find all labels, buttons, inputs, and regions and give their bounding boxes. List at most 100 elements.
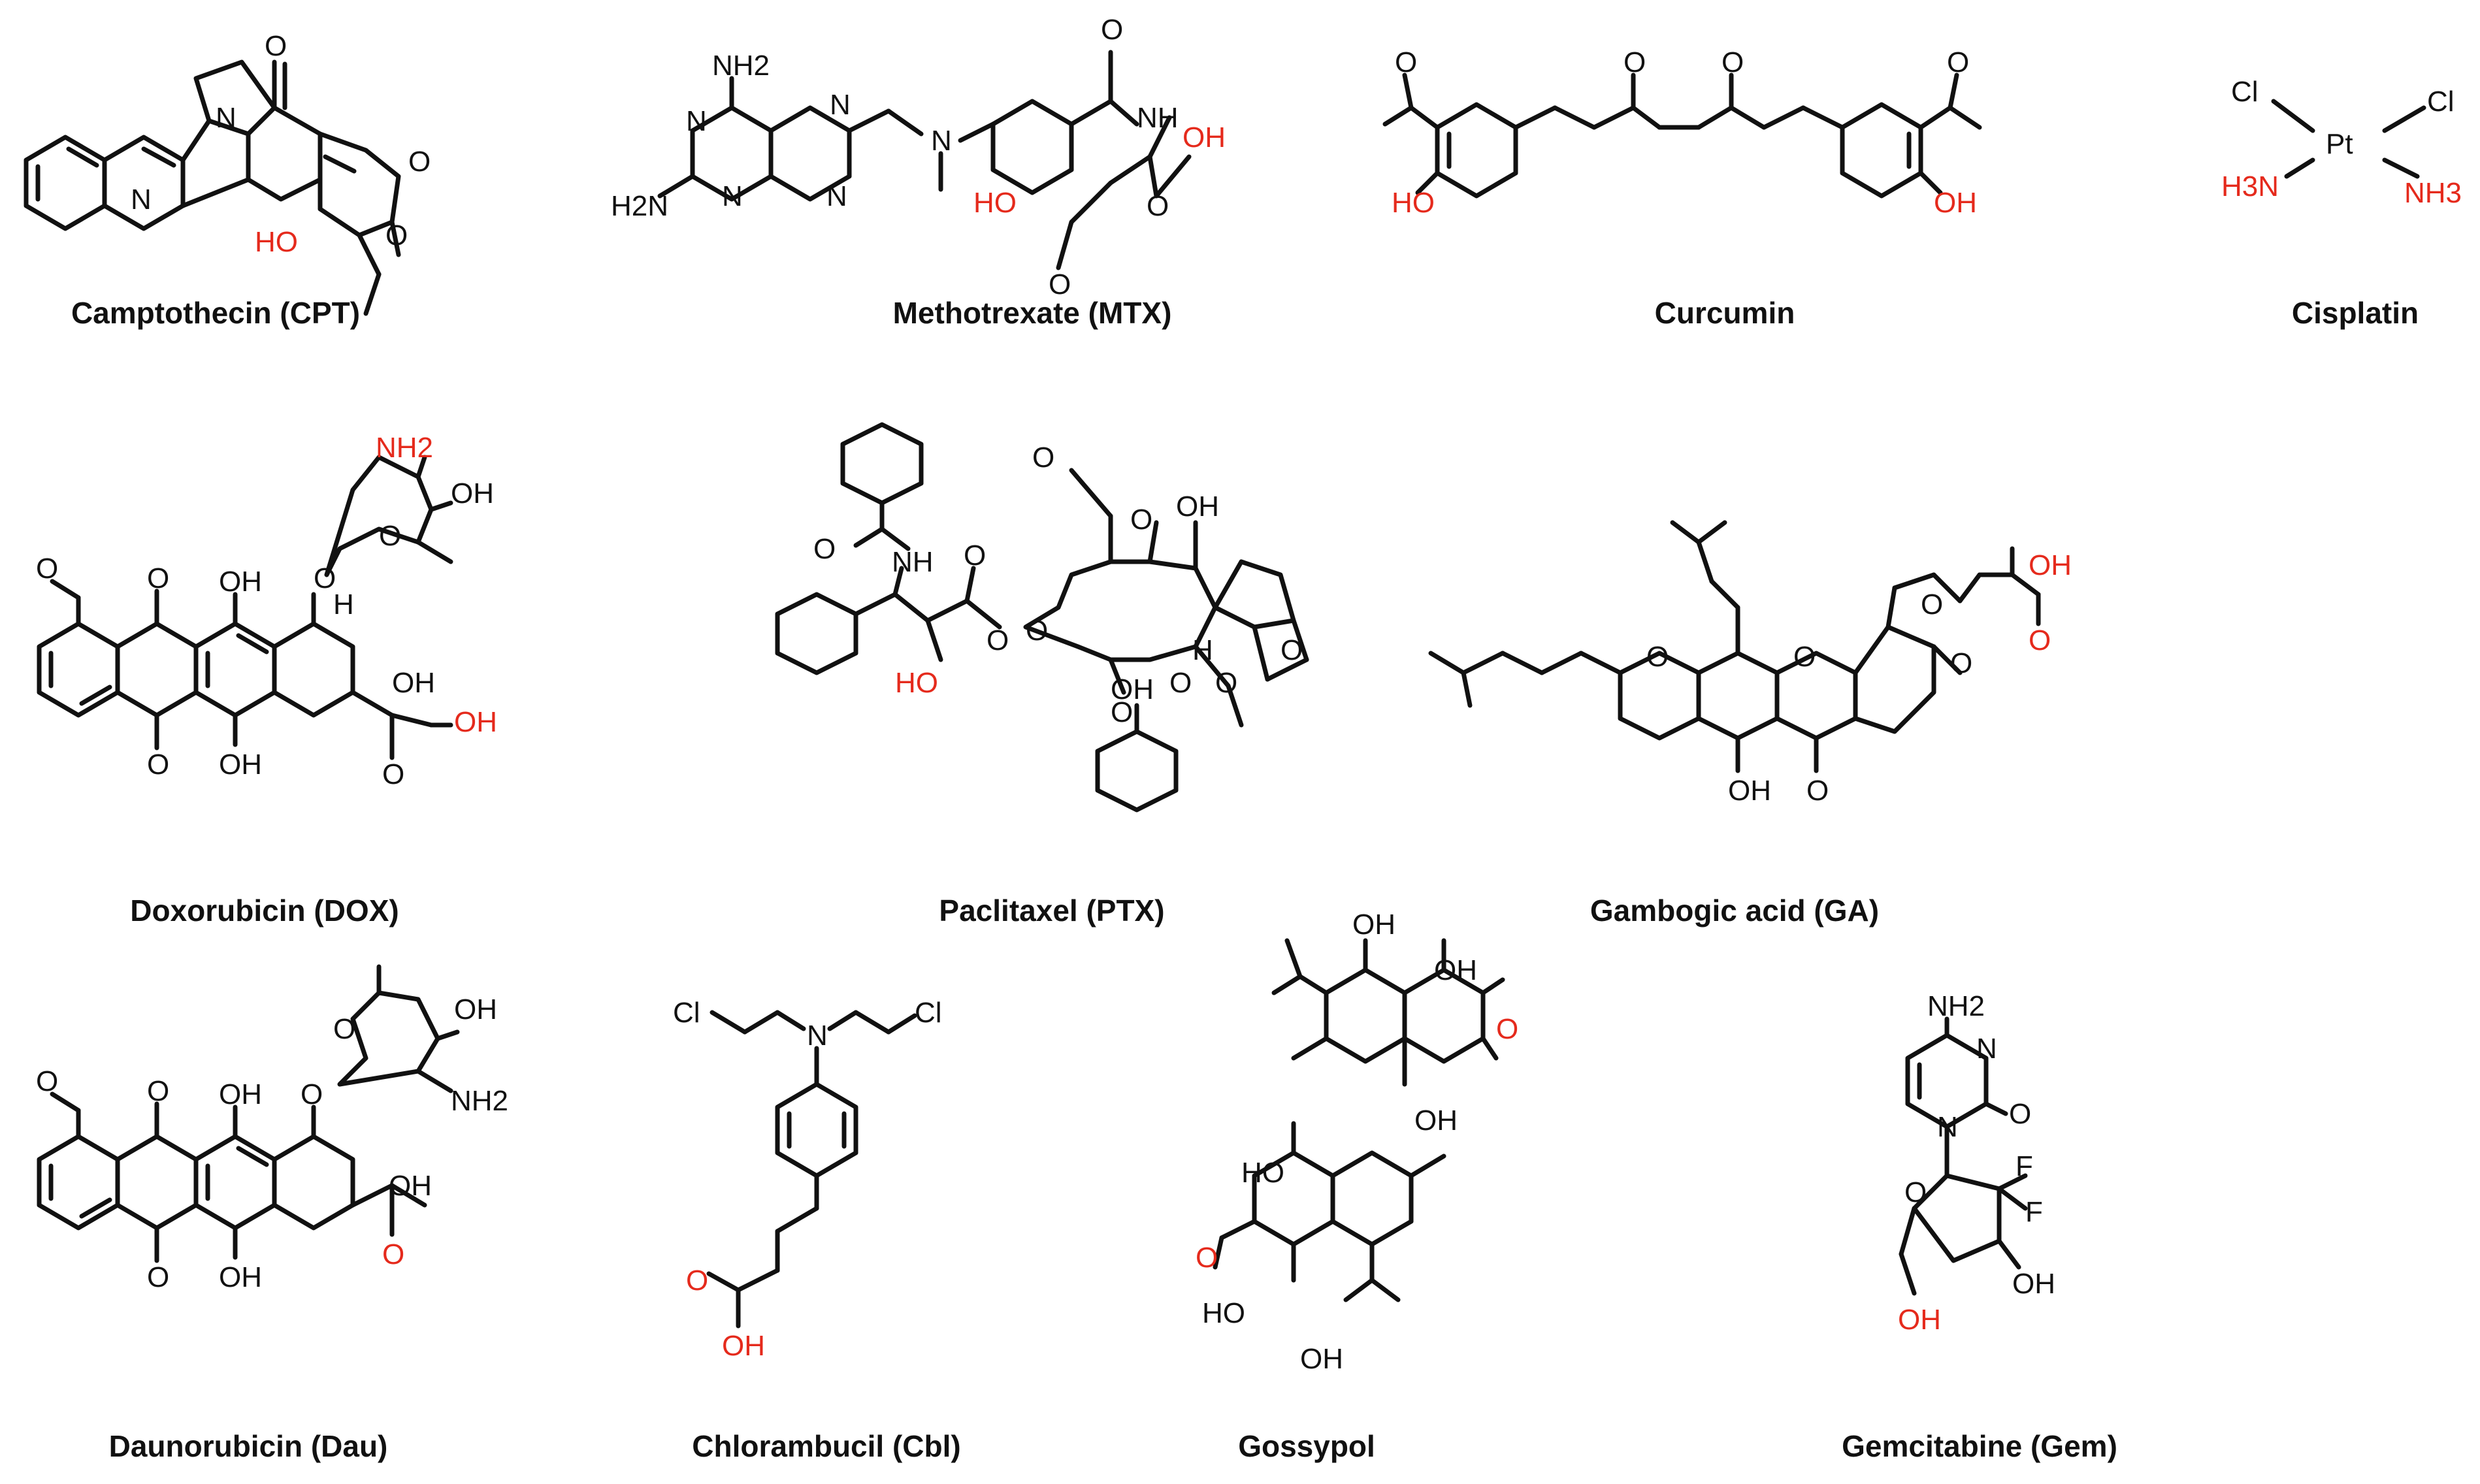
atom-label: O [1111, 696, 1133, 728]
atom-label: O [1950, 647, 1972, 679]
atom-label: NH2 [1927, 990, 1985, 1022]
atom-label: O [1032, 442, 1054, 474]
atom-label: O [1721, 46, 1744, 78]
structure-chlorambucil: Cl N Cl O OH [673, 997, 942, 1362]
atom-label-highlighted: OH [454, 706, 497, 738]
atom-label: HO [1202, 1297, 1245, 1329]
atom-label: O [382, 758, 404, 790]
structure-methotrexate: NH2 H2N N N N N N O NH OH HO O O [611, 14, 1226, 300]
atom-label: O [1169, 667, 1192, 699]
atom-label: O [1904, 1176, 1927, 1208]
compound-name-ptx: Paclitaxel (PTX) [939, 894, 1164, 928]
structure-gemcitabine: NH2 N N O O F F OH OH [1898, 990, 2055, 1336]
atom-label: O [36, 553, 58, 585]
atom-label: OH [1434, 954, 1477, 986]
atom-label: O [964, 540, 986, 572]
structure-paclitaxel: O NH O O O HO O OH OH O H O O O O [775, 422, 1309, 813]
atom-label: H [333, 589, 354, 621]
atom-label: O [408, 146, 431, 178]
atom-label: O [265, 30, 287, 62]
atom-label: OH [1300, 1343, 1343, 1375]
compound-name-curcumin: Curcumin [1655, 296, 1795, 330]
atom-label-highlighted: OH [2029, 549, 2072, 581]
atom-label: O [301, 1078, 323, 1110]
atom-label-highlighted: O [382, 1238, 404, 1270]
structure-gambogic-acid: O O O OH O O OH O [1428, 520, 2072, 807]
atom-label: O [1793, 641, 1816, 673]
atom-label: Cl [673, 997, 700, 1029]
atom-label: N [1937, 1111, 1958, 1143]
atom-label: O [1395, 46, 1417, 78]
atom-label: O [36, 1065, 58, 1097]
atom-label: O [1130, 504, 1152, 536]
compound-name-cisplatin: Cisplatin [2292, 296, 2419, 330]
structure-daunorubicin: O OH NH2 O O OH O OH OH O O [36, 964, 508, 1293]
atom-label: OH [219, 1261, 262, 1293]
atom-label-highlighted: HO [973, 187, 1017, 219]
atom-label: N [722, 180, 743, 212]
atom-label: OH [219, 566, 262, 598]
atom-label: H [1192, 634, 1213, 666]
atom-label: N [807, 1020, 828, 1052]
atom-label: O [314, 562, 336, 594]
compound-name-gossypol: Gossypol [1238, 1429, 1375, 1463]
atom-label: O [1646, 641, 1669, 673]
atom-label-highlighted: O [2029, 624, 2051, 656]
atom-label-highlighted: O [1196, 1242, 1218, 1274]
atom-label-highlighted: O [686, 1265, 708, 1297]
atom-label: OH [451, 477, 494, 509]
atom-label: O [813, 533, 836, 565]
atom-label: NH2 [712, 50, 770, 82]
structure-curcumin: O O O O HO OH [1382, 46, 1982, 219]
atom-label: O [1101, 14, 1123, 46]
atom-label: O [1049, 268, 1071, 300]
atom-label: NH [1137, 102, 1179, 134]
atom-label: OH [219, 749, 262, 781]
atom-label: OH [219, 1078, 262, 1110]
atom-label: O [147, 1261, 169, 1293]
atom-label: N [131, 184, 152, 216]
atom-label: O [1281, 634, 1303, 666]
compound-name-cbl: Chlorambucil (Cbl) [692, 1429, 960, 1463]
atom-label-highlighted: OH [1934, 187, 1977, 219]
atom-label: N [931, 125, 952, 157]
compound-name-ga: Gambogic acid (GA) [1590, 894, 1879, 928]
atom-label: H2N [611, 190, 668, 222]
atom-label: F [2015, 1150, 2033, 1182]
atom-label: Cl [2427, 86, 2455, 118]
atom-label: N [686, 105, 707, 137]
atom-label: NH [892, 546, 934, 578]
atom-label: O [333, 1013, 355, 1045]
atom-label: OH [1414, 1105, 1458, 1137]
atom-label: OH [454, 993, 497, 1025]
atom-label: O [1806, 775, 1829, 807]
atom-label: O [1921, 589, 1943, 621]
atom-label: O [1623, 46, 1646, 78]
structure-cisplatin: Cl Cl Pt H3N NH3 [2221, 76, 2462, 209]
atom-label: OH [1111, 673, 1154, 705]
atom-label: O [147, 562, 169, 594]
atom-label: OH [1728, 775, 1771, 807]
atom-label-highlighted: OH [722, 1330, 765, 1362]
atom-label: O [379, 520, 401, 552]
atom-label: O [385, 219, 408, 251]
atom-label-highlighted: OH [1183, 121, 1226, 153]
atom-label-highlighted: OH [1898, 1304, 1941, 1336]
atom-label: OH [389, 1170, 432, 1202]
compound-name-gem: Gemcitabine (Gem) [1842, 1429, 2117, 1463]
atom-label: NH2 [451, 1085, 508, 1117]
atom-label: Cl [2231, 76, 2259, 108]
atom-label: Cl [915, 997, 942, 1029]
atom-label: F [2025, 1196, 2043, 1228]
atom-label: N [826, 180, 847, 212]
atom-label: N [1976, 1033, 1997, 1065]
atom-label: OH [392, 667, 435, 699]
atom-label: O [147, 1075, 169, 1107]
structure-gossypol: OH OH O OH HO O HO OH [1196, 909, 1518, 1375]
compound-name-mtx: Methotrexate (MTX) [893, 296, 1172, 330]
atom-label-highlighted: O [1496, 1013, 1518, 1045]
atom-label: OH [2012, 1268, 2055, 1300]
atom-label: OH [1176, 491, 1219, 523]
atom-label-highlighted: NH3 [2404, 177, 2462, 209]
